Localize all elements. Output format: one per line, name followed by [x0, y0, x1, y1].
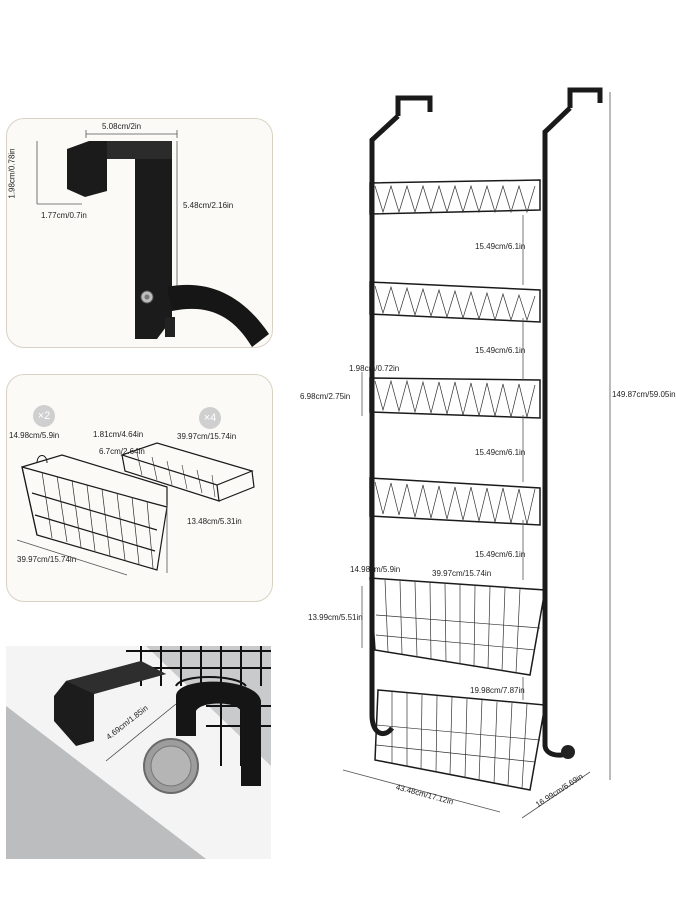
hook-illustration: [36, 130, 269, 347]
small-basket-depth-label: 1.98cm/0.72in: [349, 364, 400, 373]
small-basket-quantity: ×4: [199, 407, 221, 429]
rack-spacing-label: 15.49cm/6.1in: [475, 242, 526, 251]
large-basket-height-label: 13.48cm/5.31in: [187, 517, 242, 526]
total-width-label: 43.48cm/17.12in: [394, 782, 455, 807]
large-basket-width-label: 39.97cm/15.74in: [432, 569, 492, 578]
hook-depth-label: 1.77cm/0.7in: [41, 211, 87, 220]
small-basket-depth-label: 6.7cm/2.64in: [99, 447, 145, 456]
hook-width-label: 5.08cm/2in: [102, 122, 142, 131]
large-basket-width-label: 39.97cm/15.74in: [17, 555, 77, 564]
rack-spacing-label: 15.49cm/6.1in: [475, 550, 526, 559]
total-height-label: 149.87cm/59.05in: [612, 390, 676, 399]
hook-height-label: 1.98cm/0.78in: [7, 148, 17, 199]
hook-drop-label: 5.48cm/2.16in: [183, 201, 234, 210]
large-basket-height-label: 13.99cm/5.51in: [308, 613, 363, 622]
hook-detail-panel: 5.08cm/2in 1.98cm/0.78in 1.77cm/0.7in 5.…: [6, 118, 273, 348]
large-basket-quantity: ×2: [33, 405, 55, 427]
rack-spacing-label: 15.49cm/6.1in: [475, 346, 526, 355]
rack-spacing-label: 15.49cm/6.1in: [475, 448, 526, 457]
small-basket-width-label: 39.97cm/15.74in: [177, 432, 237, 441]
bottom-gap-label: 19.98cm/7.87in: [470, 686, 525, 695]
basket-detail-panel: ×2 ×4 14.98cm/5: [6, 374, 273, 602]
large-basket-depth-label: 14.98cm/5.9in: [9, 431, 60, 440]
small-basket-height-label: 6.98cm/2.75in: [300, 392, 351, 401]
total-depth-label: 16.99cm/6.69in: [533, 771, 585, 810]
closeup-photo-panel: 4.69cm/1.85in: [6, 646, 271, 859]
basket-illustration: [16, 442, 255, 576]
large-basket-depth-label: 14.98cm/5.9in: [350, 565, 401, 574]
small-basket-height-label: 1.81cm/4.64in: [93, 430, 144, 439]
closeup-illustration: [6, 646, 271, 859]
